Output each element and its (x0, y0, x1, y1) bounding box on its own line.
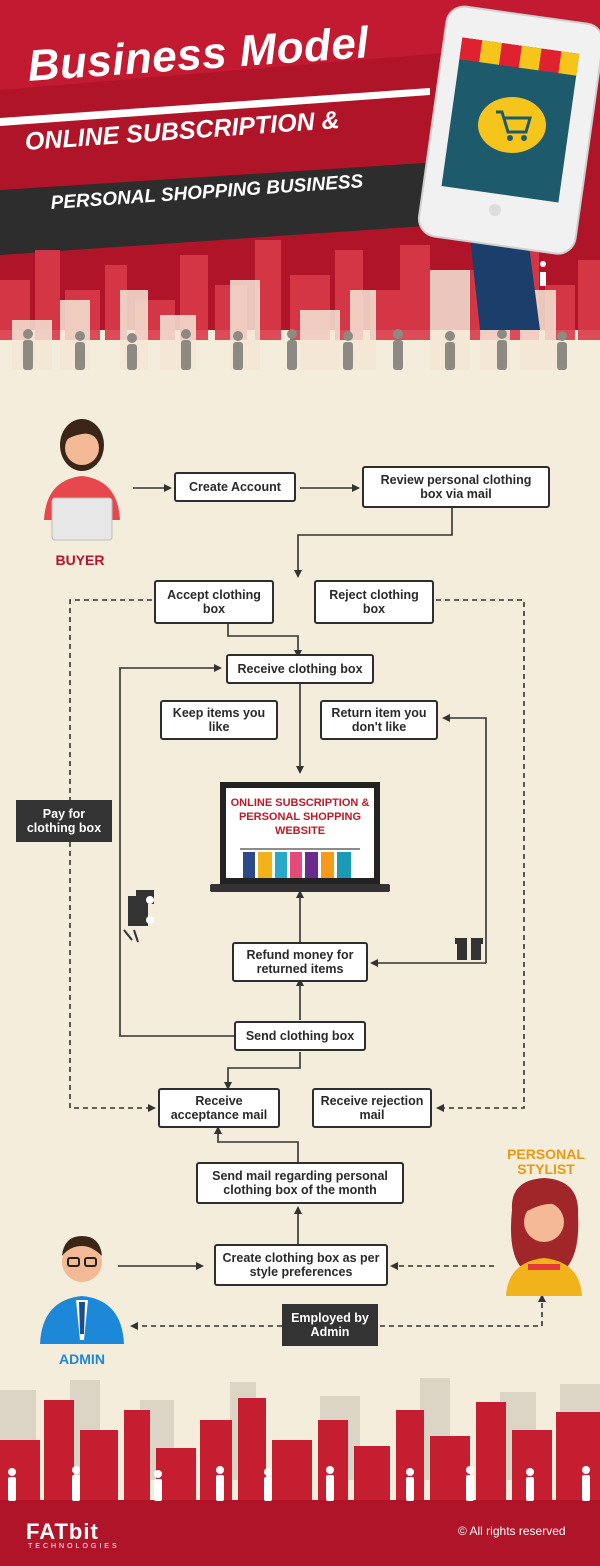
buyer-avatar (44, 419, 120, 541)
clothes-rack-icon (240, 848, 360, 878)
step-send-box: Send clothing box (234, 1021, 366, 1051)
buyer-label: BUYER (55, 552, 105, 568)
step-keep-items: Keep items you like (160, 700, 278, 740)
dashed-connectors (69, 599, 543, 1327)
truck-icon (123, 890, 154, 943)
shopping-cart-icon (478, 97, 546, 153)
step-create-box: Create clothing box as per style prefere… (214, 1244, 388, 1286)
step-return-items: Return item you don't like (320, 700, 438, 740)
title-banner (0, 162, 440, 255)
copyright-text: © All rights reserved (458, 1524, 566, 1538)
gift-icon (455, 938, 483, 960)
step-send-mail: Send mail regarding personal clothing bo… (196, 1162, 404, 1204)
stylist-label: PERSONAL STYLIST (507, 1146, 585, 1177)
phone-illustration (417, 5, 600, 330)
skyline-bottom (0, 1370, 600, 1566)
brand-logo: FATbit (26, 1519, 99, 1544)
step-pay-box: Pay for clothing box (16, 800, 112, 842)
step-accept-box: Accept clothing box (154, 580, 274, 624)
shop-awning-icon (459, 37, 580, 76)
flow-connectors (118, 487, 487, 1267)
step-receive-box: Receive clothing box (226, 654, 374, 684)
step-rejection-mail: Receive rejection mail (312, 1088, 432, 1128)
website-label: ONLINE SUBSCRIPTION & PERSONAL SHOPPING … (230, 797, 370, 837)
step-employed-by-admin: Employed by Admin (282, 1304, 378, 1346)
step-create-account: Create Account (174, 472, 296, 502)
step-refund: Refund money for returned items (232, 942, 368, 982)
brand-tagline: TECHNOLOGIES (28, 1543, 120, 1550)
step-acceptance-mail: Receive acceptance mail (158, 1088, 280, 1128)
stylist-avatar (506, 1178, 582, 1296)
step-reject-box: Reject clothing box (314, 580, 434, 624)
shoppers-silhouettes-top (23, 329, 567, 370)
admin-avatar (40, 1236, 124, 1344)
arrowheads (130, 484, 546, 1330)
step-review-box: Review personal clothing box via mail (362, 466, 550, 508)
admin-label: ADMIN (59, 1351, 105, 1367)
